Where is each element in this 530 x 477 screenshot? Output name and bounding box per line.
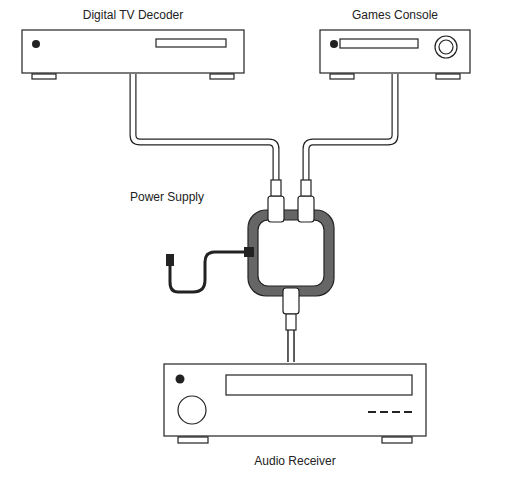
device-drawing (20, 28, 246, 80)
power-button (330, 40, 338, 48)
button-dash (380, 411, 388, 413)
plug-collar (301, 180, 311, 196)
device-label: Digital TV Decoder (20, 8, 246, 22)
control-knob (435, 36, 457, 58)
device-foot (436, 74, 460, 79)
display-slot (156, 39, 226, 47)
device-drawing (162, 362, 428, 444)
button-dash (404, 411, 412, 413)
device-foot (210, 74, 234, 79)
cable-core (291, 74, 395, 362)
button-dash (368, 411, 376, 413)
volume-knob (178, 396, 206, 424)
power-button (176, 375, 185, 384)
plug-collar (286, 314, 296, 330)
device-case (320, 30, 470, 73)
device-node: Digital TV Decoder (20, 6, 246, 80)
device-label: Games Console (318, 8, 472, 22)
hub-outer (248, 210, 334, 296)
hdmi-plug (283, 288, 299, 314)
display-panel (226, 375, 412, 395)
device-foot (330, 74, 354, 79)
plug-collar (271, 180, 281, 196)
device-foot (32, 74, 56, 79)
button-dash (392, 411, 400, 413)
display-slot (340, 39, 418, 48)
device-foot (382, 437, 412, 443)
power-plug (166, 254, 174, 266)
part-label: Power Supply (128, 190, 206, 204)
hub-inner (258, 220, 324, 286)
device-drawing (318, 28, 472, 80)
device-case (164, 364, 426, 436)
av-cable (291, 74, 395, 362)
knob-inner (439, 40, 453, 54)
hdmi-plug (268, 196, 284, 222)
power-jack (244, 247, 254, 257)
device-foot (178, 437, 208, 443)
device-label: Audio Receiver (162, 454, 428, 468)
power-cord (170, 252, 252, 292)
device-node: Audio Receiver (162, 362, 428, 470)
cable-outline (291, 74, 395, 362)
power-button (32, 40, 40, 48)
device-node: Games Console (318, 6, 472, 80)
device-case (22, 30, 244, 73)
hdmi-plug (298, 196, 314, 222)
